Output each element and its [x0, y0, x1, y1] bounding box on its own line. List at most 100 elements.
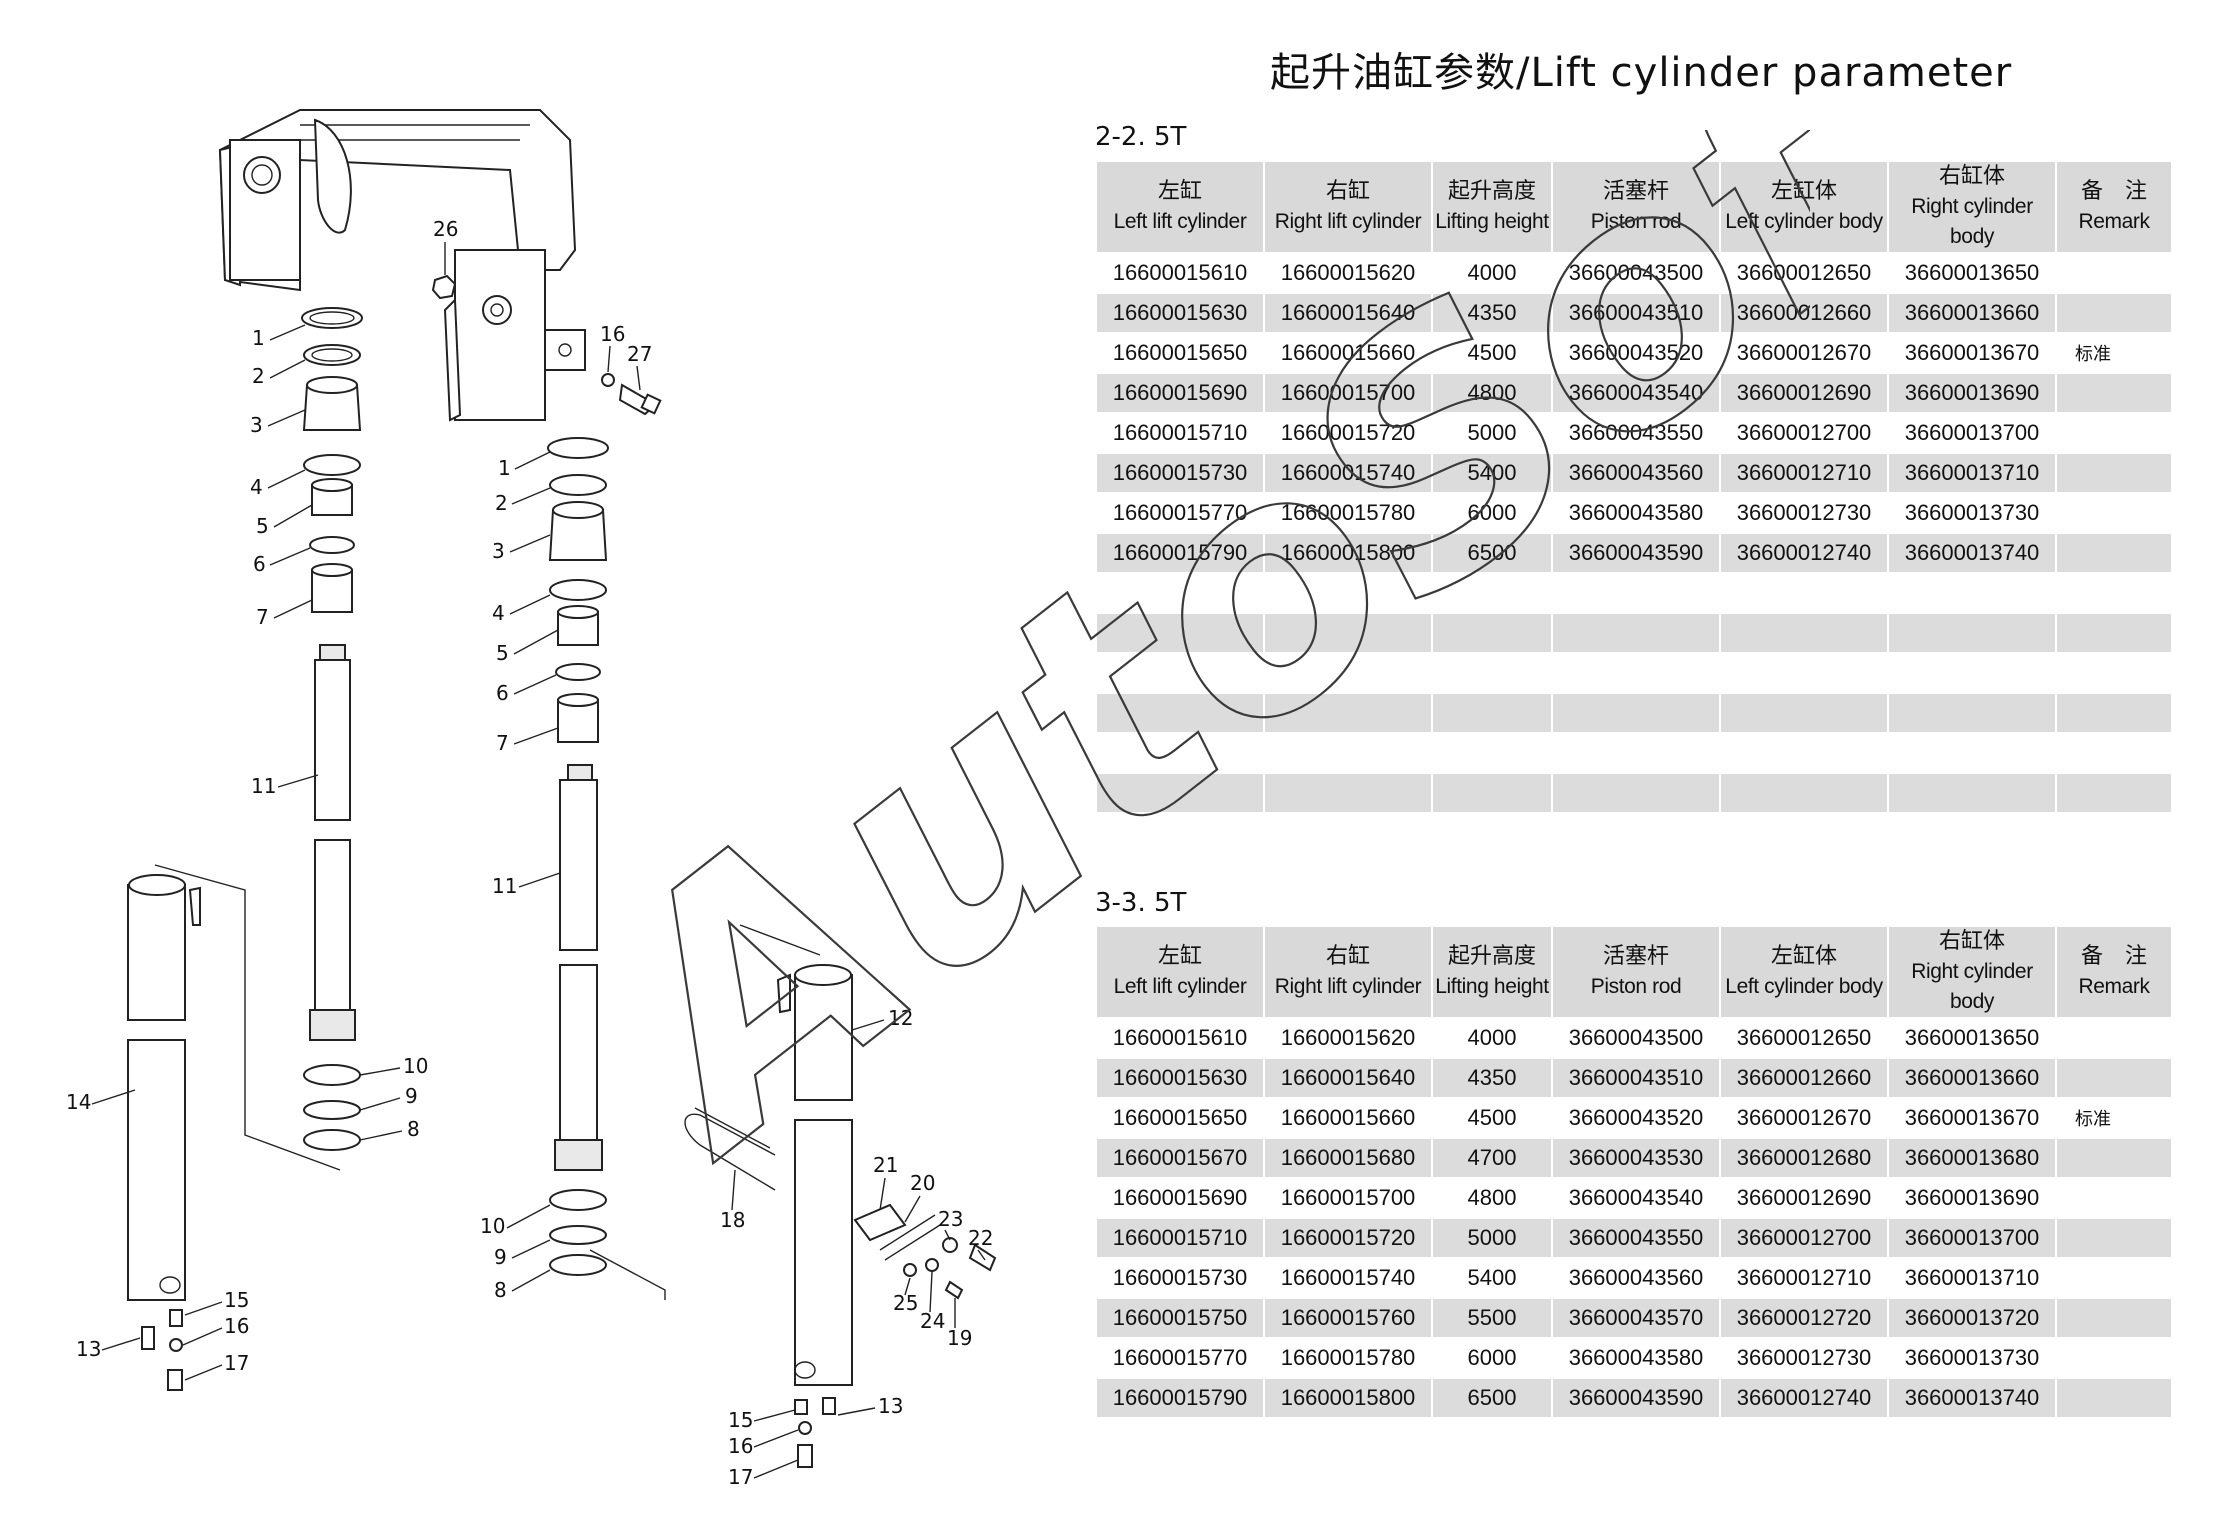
callout-19: 19	[947, 1326, 972, 1350]
table-cell	[2057, 254, 2171, 292]
callout-23: 23	[938, 1207, 963, 1231]
callout-1b: 1	[498, 456, 511, 480]
table-cell	[2057, 1219, 2171, 1257]
column-header-cn: 活塞杆	[1602, 179, 1669, 204]
callout-11b: 11	[492, 874, 517, 898]
table-cell: 16600015740	[1265, 1259, 1431, 1297]
table-cell	[2057, 694, 2171, 732]
table-cell: 16600015700	[1265, 374, 1431, 412]
callout-8: 8	[407, 1117, 420, 1141]
table-cell: 36600043500	[1553, 1019, 1719, 1057]
column-header-en: Piston rod	[1590, 975, 1682, 998]
table-cell	[2057, 1379, 2171, 1417]
table-cell: 36600013720	[1889, 1299, 2055, 1337]
table-cell: 36600012740	[1721, 534, 1887, 572]
table-cell	[2057, 574, 2171, 612]
table-cell	[1889, 734, 2055, 772]
table-cell: 36600012710	[1721, 1259, 1887, 1297]
table-cell: 36600012690	[1721, 1179, 1887, 1217]
table-cell: 36600043510	[1553, 1059, 1719, 1097]
table-cell: 36600012690	[1721, 374, 1887, 412]
table-cell	[1553, 654, 1719, 692]
table-cell: 36600013660	[1889, 294, 2055, 332]
table-cell: 36600043580	[1553, 1339, 1719, 1377]
table-cell: 36600013700	[1889, 414, 2055, 452]
table-cell	[1265, 774, 1431, 812]
callout-27: 27	[627, 342, 652, 366]
callout-2: 2	[252, 364, 265, 388]
table-cell	[1721, 574, 1887, 612]
left-cylinder-assembly	[127, 307, 363, 1391]
table-cell: 16600015740	[1265, 454, 1431, 492]
table-row	[1097, 654, 2171, 692]
table-cell: 36600012660	[1721, 294, 1887, 332]
callout-5b: 5	[496, 641, 509, 665]
table-cell: 36600043580	[1553, 494, 1719, 532]
callout-7b: 7	[496, 731, 509, 755]
table-cell	[2057, 294, 2171, 332]
table-cell: 16600015650	[1097, 1099, 1263, 1137]
table-cell: 16600015610	[1097, 254, 1263, 292]
callout-22: 22	[968, 1226, 993, 1250]
table-cell: 16600015640	[1265, 1059, 1431, 1097]
table-cell: 16600015630	[1097, 1059, 1263, 1097]
table-cell: 36600043570	[1553, 1299, 1719, 1337]
bolt-27	[601, 373, 662, 416]
callout-6: 6	[253, 552, 266, 576]
table-cell: 5400	[1433, 454, 1551, 492]
column-header-en: Piston rod	[1590, 210, 1682, 233]
table-cell: 4500	[1433, 1099, 1551, 1137]
table-cell	[1265, 694, 1431, 732]
table-cell: 16600015690	[1097, 374, 1263, 412]
table-cell	[1889, 774, 2055, 812]
column-header-cn: 备 注	[2080, 944, 2147, 969]
column-header-cn: 左缸体	[1770, 179, 1837, 204]
callout-16: 16	[224, 1314, 249, 1338]
callout-15: 15	[224, 1288, 249, 1312]
callout-1: 1	[252, 326, 265, 350]
table-cell: 36600043520	[1553, 1099, 1719, 1137]
table-cell	[1721, 774, 1887, 812]
table-cell: 36600012700	[1721, 414, 1887, 452]
table-cell	[1553, 574, 1719, 612]
table-cell	[2057, 774, 2171, 812]
table-cell: 36600043590	[1553, 1379, 1719, 1417]
table-cell: 16600015640	[1265, 294, 1431, 332]
callout-18: 18	[720, 1208, 745, 1232]
callout-16b: 16	[600, 322, 625, 346]
table-cell: 16600015610	[1097, 1019, 1263, 1057]
table-cell: 16600015780	[1265, 1339, 1431, 1377]
table-cell: 36600012660	[1721, 1059, 1887, 1097]
table-cell	[1433, 774, 1551, 812]
table-cell: 5400	[1433, 1259, 1551, 1297]
column-header-en: Lifting height	[1435, 975, 1549, 998]
callout-15b: 15	[728, 1408, 753, 1432]
table-cell: 36600012740	[1721, 1379, 1887, 1417]
callout-11: 11	[251, 774, 276, 798]
table-cell	[2057, 1019, 2171, 1057]
table-cell: 16600015790	[1097, 1379, 1263, 1417]
column-header-cn: 备 注	[2080, 179, 2147, 204]
callout-2b: 2	[495, 491, 508, 515]
column-header-cn: 起升高度	[1447, 179, 1536, 204]
table-cell: 16600015720	[1265, 414, 1431, 452]
table-cell	[2057, 734, 2171, 772]
column-header-cn: 左缸	[1157, 944, 1202, 969]
callout-20: 20	[910, 1171, 935, 1195]
callout-4b: 4	[492, 601, 505, 625]
callout-6b: 6	[496, 681, 509, 705]
